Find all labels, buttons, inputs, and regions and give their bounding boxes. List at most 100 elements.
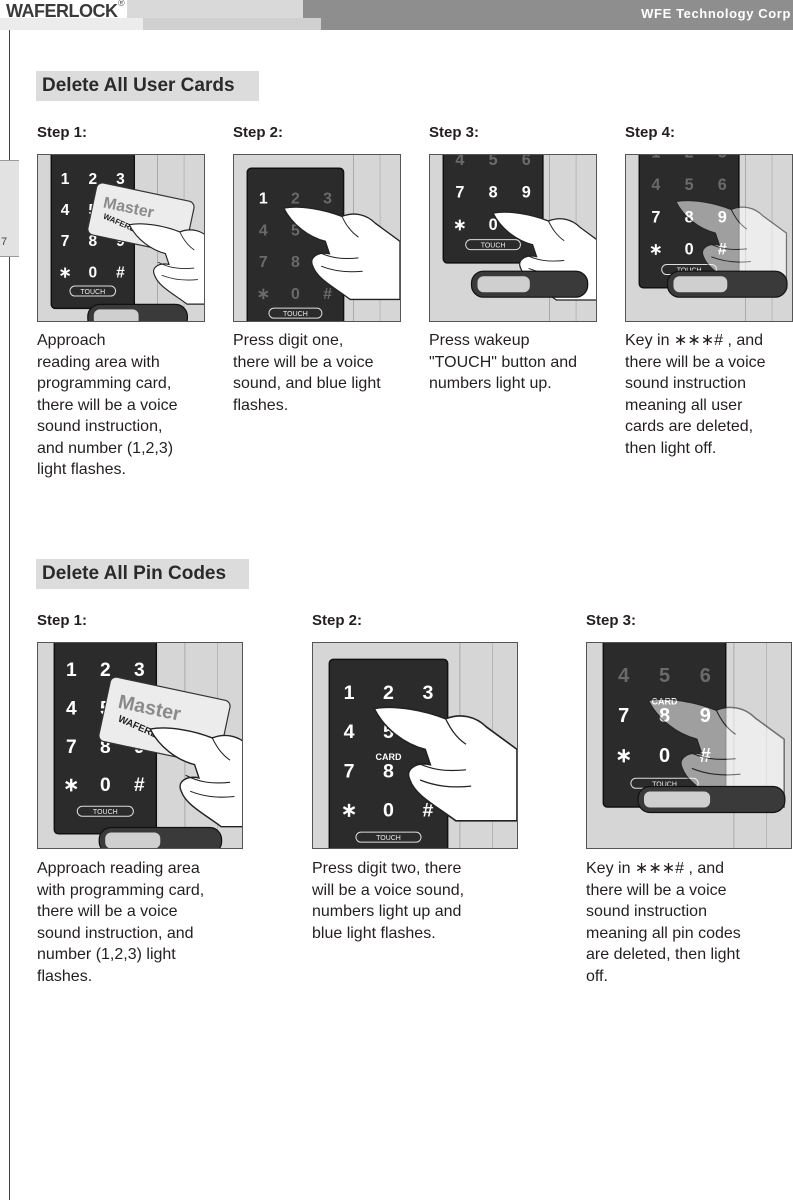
touch-label: TOUCH (80, 289, 105, 296)
keypad-key: 2 (659, 643, 670, 647)
hand-illustration (128, 223, 204, 305)
keypad-key: 2 (383, 682, 394, 704)
desc-line: light flashes. (37, 461, 126, 478)
finger-lines (316, 216, 363, 273)
company-name: WFE Technology Corp (641, 6, 791, 21)
desc-line: blue light flashes. (312, 924, 436, 942)
keypad-key: 3 (134, 660, 145, 681)
desc-line: "TOUCH" button and (429, 353, 578, 371)
touch-label: TOUCH (283, 311, 308, 318)
keypad-key: 0 (685, 241, 694, 259)
step-description: Press digit two, there will be a voice s… (312, 858, 542, 944)
keypad-key: 2 (100, 660, 111, 681)
step-description: Key in ∗∗∗# , and there will be a voice … (625, 330, 793, 459)
desc-line: there will be a voice (37, 396, 178, 414)
finger-lines (157, 231, 198, 281)
desc-line: will be a voice sound, (312, 881, 465, 899)
keypad-key: 1 (66, 660, 77, 681)
desc-line: there will be a voice (233, 353, 374, 371)
keypad-key: ∗ (341, 799, 357, 821)
keypad-key: 7 (455, 183, 464, 201)
step-label: Step 3: (429, 124, 480, 141)
touch-label: TOUCH (652, 781, 677, 788)
illustration-svg: 123456789∗0#TOUCH (430, 155, 596, 321)
margin-rule (9, 30, 10, 1200)
header-band (127, 0, 303, 18)
touch-button (69, 285, 117, 297)
keypad-key: 4 (61, 202, 70, 219)
touch-label: TOUCH (376, 835, 401, 842)
desc-line: reading area with (37, 353, 160, 371)
desc-line: Key in ∗∗∗# , and (625, 332, 764, 349)
keypad-key: 1 (618, 643, 629, 647)
touch-button (465, 239, 521, 251)
step-label: Step 2: (312, 612, 363, 629)
keypad-key: 1 (61, 171, 70, 188)
desc-line: there will be a voice (625, 353, 766, 371)
hand-shape (372, 706, 517, 822)
touch-label: TOUCH (93, 809, 118, 816)
keypad-key: ∗ (615, 745, 632, 767)
finger-lines (686, 709, 741, 776)
header-band (321, 18, 793, 30)
page-header: WAFERLOCK ® WFE Technology Corp (0, 0, 793, 30)
desc-line: Key in ∗∗∗# , and (586, 860, 725, 877)
keypad-key: ∗ (453, 216, 467, 234)
desc-line: Approach reading area (37, 860, 200, 877)
step-label: Step 3: (586, 612, 637, 629)
keypad-key: # (134, 775, 145, 796)
desc-line: sound instruction, and (37, 924, 194, 942)
touch-button (268, 307, 323, 319)
keypad-key: 3 (700, 643, 711, 647)
hand-shape (149, 727, 242, 828)
touch-button (76, 805, 134, 817)
keypad-key: 2 (685, 155, 694, 162)
handle-highlight (105, 832, 161, 848)
keypad-key: 6 (522, 155, 531, 169)
header-band (143, 18, 321, 30)
keypad-key: 5 (685, 176, 694, 194)
registered-mark: ® (118, 0, 125, 8)
desc-line: Press digit two, there (312, 860, 462, 877)
desc-line: numbers light up and (312, 903, 462, 920)
illustration-touch: 123456789∗0#TOUCH (429, 154, 597, 322)
desc-line: sound instruction (586, 903, 707, 920)
step-label: Step 1: (37, 612, 88, 629)
section-title-delete-pins: Delete All Pin Codes (36, 559, 249, 589)
keypad-key: 7 (66, 737, 77, 758)
desc-line: there will be a voice (586, 881, 727, 899)
hand-illustration (149, 727, 242, 828)
touch-button (355, 831, 422, 843)
keypad-key: 7 (618, 705, 629, 727)
keypad-key: # (323, 286, 332, 303)
keypad-key: 8 (291, 254, 300, 271)
keypad-key: 4 (455, 155, 464, 169)
desc-line: cards are deleted, (625, 418, 754, 435)
keypad-key: 4 (259, 222, 268, 239)
keypad-key: 5 (383, 721, 394, 743)
keypad-key: ∗ (59, 264, 72, 281)
keypad-key: 5 (291, 222, 300, 239)
handle-highlight (93, 309, 139, 321)
keypad-key: 3 (422, 682, 433, 704)
desc-line: off. (586, 967, 608, 985)
desc-line: sound instruction (625, 375, 746, 392)
desc-line: then light off. (625, 439, 717, 457)
keypad-key: 8 (88, 233, 97, 250)
illustration-svg: 123456789∗0#TOUCH (626, 155, 792, 321)
step-label: Step 4: (625, 124, 676, 141)
step-label: Step 1: (37, 124, 88, 141)
keypad-key: 9 (522, 183, 531, 201)
desc-line: flashes. (233, 396, 289, 414)
keypad-key: 4 (618, 665, 629, 687)
keypad-key: # (422, 799, 433, 821)
keypad-key: 2 (291, 191, 300, 208)
keypad-key: ∗ (649, 241, 663, 259)
step-label: Step 2: (233, 124, 284, 141)
